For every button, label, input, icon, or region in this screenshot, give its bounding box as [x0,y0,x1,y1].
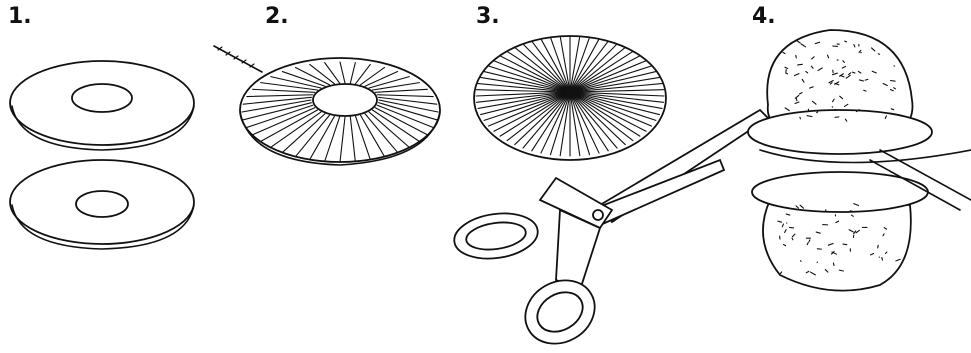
top-disc [10,61,194,150]
cardboard-discs [10,61,194,249]
bottom-disc [10,160,194,249]
yarn-wrapped-ring [214,46,440,165]
tied-pompom [748,30,971,291]
cut-yarn-disc [474,36,666,160]
